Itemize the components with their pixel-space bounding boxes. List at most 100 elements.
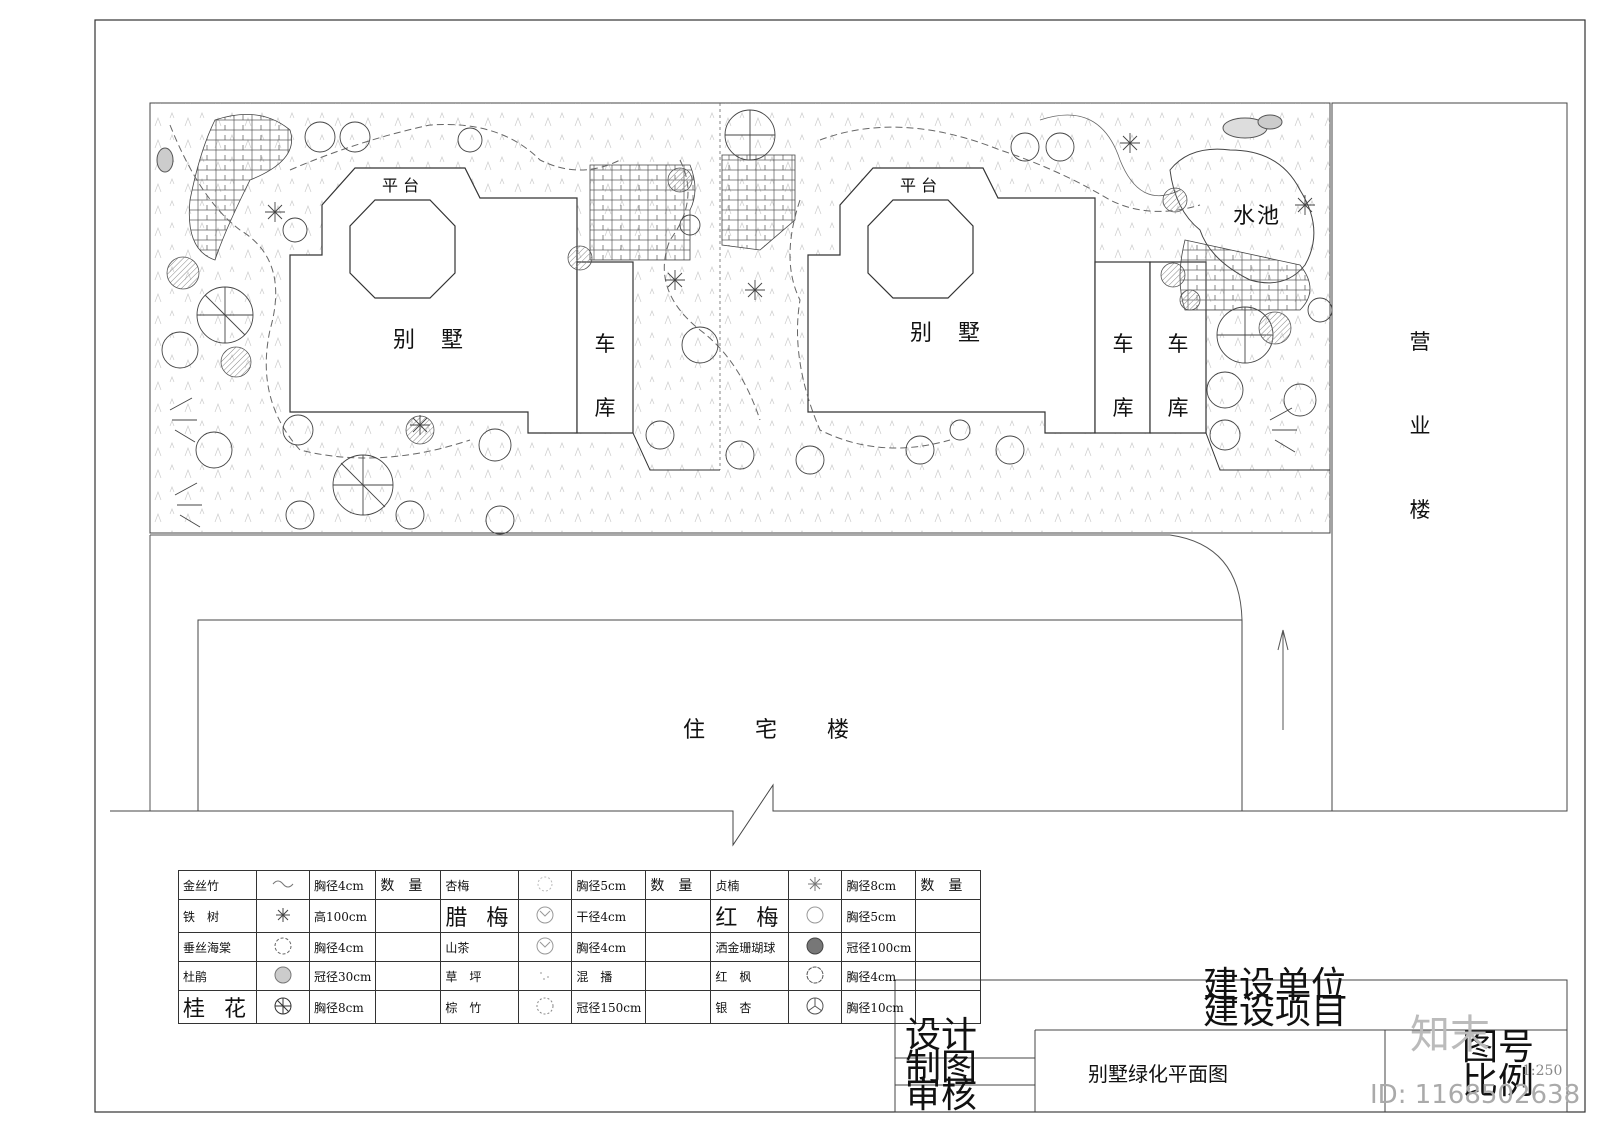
legend-plant-spec: 高100cm (308, 899, 377, 933)
palm-icon (518, 990, 573, 1024)
legend-plant-spec: 胸径4cm (308, 870, 377, 900)
legend-quantity (915, 961, 982, 991)
legend-row: 铁 树 高100cm 腊 梅 干径4cm 红 梅 胸径5cm (178, 899, 982, 933)
garage-right-b-char-1: 车 (1167, 332, 1189, 356)
legend-plant-name: 杜鹃 (178, 961, 257, 991)
terrace-left-label: 平 台 (382, 176, 420, 195)
terrace-right-label: 平 台 (900, 176, 938, 195)
legend-plant-name: 铁 树 (178, 899, 257, 933)
spoke-circle-icon (256, 990, 310, 1024)
garage-left-label: 车 库 (590, 312, 620, 440)
break-line (110, 783, 1565, 847)
garage-right-a-char-2: 库 (1112, 396, 1134, 420)
circle-dashed-icon (256, 932, 310, 962)
cycad-icon (256, 899, 310, 933)
garage-left-char-2: 库 (594, 396, 616, 420)
legend-plant-name: 山茶 (440, 932, 520, 962)
circle-v-icon (518, 932, 573, 962)
legend-plant-spec: 冠径100cm (841, 932, 917, 962)
watermark-id: ID: 1168502638 (1370, 1080, 1581, 1110)
legend-plant-name: 腊 梅 (440, 899, 520, 933)
circle-icon (788, 899, 843, 933)
legend-plant-spec: 胸径4cm (841, 961, 917, 991)
garage-left-outline (576, 261, 634, 434)
legend-quantity: 数 量 (915, 870, 982, 900)
residential-building-label: 住 宅 楼 (683, 718, 852, 743)
legend-plant-spec: 干径4cm (571, 899, 647, 933)
legend-quantity: 数 量 (375, 870, 442, 900)
outer-frame (94, 19, 1586, 1113)
hatched-shrubs (166, 167, 1292, 445)
bamboo-icon (256, 870, 310, 900)
watermark-logo: 知末 (1410, 1012, 1490, 1058)
legend-plant-name: 垂丝海棠 (178, 932, 257, 962)
business-building-label: 营 业 楼 (1405, 300, 1435, 552)
legend-plant-spec: 胸径10cm (841, 990, 917, 1024)
legend-row: 杜鹃 冠径30cm 草 坪 混 播 红 枫 胸径4cm (178, 961, 982, 991)
legend-quantity (645, 899, 712, 933)
circle-v-icon (518, 899, 573, 933)
title-block-frame (894, 979, 1568, 1113)
legend-row: 桂 花 胸径8cm 棕 竹 冠径150cm 银 杏 胸径10cm (178, 990, 982, 1024)
review-label: 审核 (905, 1075, 978, 1116)
flower-icon (518, 870, 573, 900)
legend-quantity (645, 961, 712, 991)
legend-plant-name: 金丝竹 (178, 870, 257, 900)
drawing-number-label: 图号 (1462, 1027, 1535, 1068)
legend-quantity (645, 990, 712, 1024)
legend-plant-spec: 胸径5cm (841, 899, 917, 933)
villa-right-terrace (867, 199, 974, 299)
design-label: 设计 (905, 1015, 978, 1056)
garage-right-a-outline (1094, 261, 1151, 434)
legend-plant-spec: 胸径4cm (571, 932, 647, 962)
villa-left-label: 别 墅 (393, 328, 466, 353)
drafting-label: 制图 (905, 1047, 978, 1088)
legend-plant-name: 贞楠 (710, 870, 790, 900)
business-building-outline (1331, 102, 1568, 812)
legend-plant-name: 洒金珊瑚球 (710, 932, 790, 962)
business-building-char-1: 营 (1409, 330, 1431, 354)
garage-right-a-char-1: 车 (1112, 332, 1134, 356)
palm-symbols (169, 133, 1315, 528)
construction-unit-label: 建设单位 (1203, 965, 1348, 1006)
legend-quantity (915, 899, 982, 933)
scale-label: 比例 (1462, 1061, 1535, 1102)
legend-quantity (375, 899, 442, 933)
construction-project-label: 建设项目 (1203, 991, 1348, 1032)
villa-right-label: 别 墅 (910, 321, 983, 346)
legend-plant-name: 银 杏 (710, 990, 790, 1024)
legend-plant-name: 红 梅 (710, 899, 790, 933)
legend-quantity (915, 932, 982, 962)
legend-plant-spec: 胸径5cm (571, 870, 647, 900)
garage-left-char-1: 车 (594, 332, 616, 356)
garage-right-b-label: 车 库 (1163, 312, 1193, 440)
drawing-name: 别墅绿化平面图 (1088, 1062, 1228, 1086)
trees (161, 109, 1333, 535)
legend-plant-name: 棕 竹 (440, 990, 520, 1024)
legend-quantity (375, 932, 442, 962)
residential-building-outline (197, 619, 1243, 811)
legend-quantity (375, 990, 442, 1024)
legend-quantity (645, 932, 712, 962)
legend-plant-spec: 冠径150cm (571, 990, 647, 1024)
legend-plant-spec: 冠径30cm (308, 961, 377, 991)
pond-outline (1169, 148, 1315, 284)
dots-icon (518, 961, 573, 991)
scalloped-circle-icon (788, 961, 843, 991)
legend-plant-spec: 混 播 (571, 961, 647, 991)
villa-left-terrace (349, 199, 456, 299)
tri-circle-icon (788, 990, 843, 1024)
business-building-char-3: 楼 (1409, 498, 1431, 522)
legend-quantity (375, 961, 442, 991)
pinwheel-icon (788, 932, 843, 962)
legend-quantity: 数 量 (645, 870, 712, 900)
legend-plant-name: 红 枫 (710, 961, 790, 991)
legend-plant-name: 草 坪 (440, 961, 520, 991)
legend-plant-spec: 胸径8cm (308, 990, 377, 1024)
legend-plant-name: 桂 花 (178, 990, 257, 1024)
legend-plant-spec: 胸径8cm (841, 870, 917, 900)
